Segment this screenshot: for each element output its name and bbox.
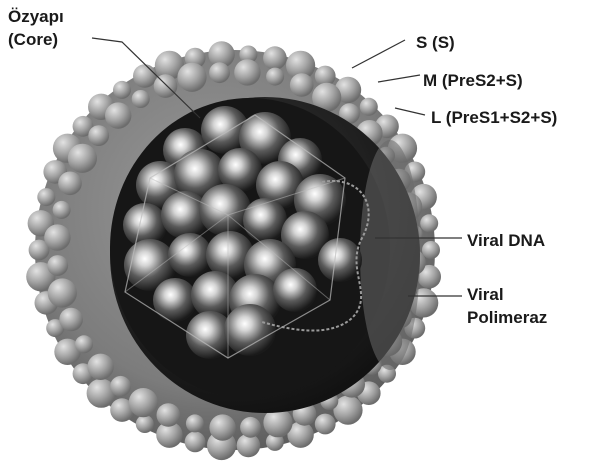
surface-protein-bump: [266, 68, 284, 86]
capsid-protein-sphere: [318, 238, 362, 282]
surface-protein-bump: [37, 188, 55, 206]
surface-protein-bump: [360, 98, 378, 116]
surface-protein-bump: [110, 376, 131, 397]
m-leader-line: [378, 75, 420, 82]
surface-protein-bump: [58, 172, 82, 196]
l-leader-line: [395, 108, 425, 115]
l-protein-label: L (PreS1+S2+S): [431, 107, 557, 128]
surface-protein-bump: [113, 81, 131, 99]
surface-protein-bump: [129, 388, 158, 417]
surface-protein-bump: [186, 414, 204, 432]
surface-protein-bump: [53, 201, 71, 219]
capsid-protein-sphere: [243, 198, 287, 242]
surface-protein-bump: [136, 415, 154, 433]
polymerase-label-line1: Viral: [467, 284, 504, 305]
surface-protein-bump: [290, 73, 314, 97]
surface-protein-bump: [154, 74, 178, 98]
s-leader-line: [352, 40, 405, 68]
surface-protein-bump: [209, 62, 230, 83]
capsid-protein-sphere: [273, 268, 317, 312]
surface-protein-bump: [422, 241, 440, 259]
surface-protein-bump: [315, 414, 336, 435]
surface-protein-bump: [177, 63, 206, 92]
surface-protein-bump: [47, 255, 68, 276]
surface-protein-bump: [44, 224, 70, 250]
surface-protein-bump: [48, 278, 77, 307]
surface-protein-bump: [420, 214, 438, 232]
surface-protein-bump: [209, 414, 235, 440]
capsid-protein-sphere: [153, 278, 197, 322]
surface-protein-bump: [87, 354, 113, 380]
surface-protein-bump: [133, 64, 157, 88]
surface-protein-bump: [132, 90, 150, 108]
surface-protein-bump: [157, 403, 181, 427]
surface-protein-bump: [59, 308, 83, 332]
viral-dna-label: Viral DNA: [467, 230, 545, 251]
surface-protein-bump: [68, 144, 97, 173]
surface-protein-bump: [75, 335, 93, 353]
surface-protein-bump: [105, 102, 131, 128]
surface-protein-bump: [88, 125, 109, 146]
capsid-protein-sphere: [224, 304, 276, 356]
core-label-line1: Özyapı: [8, 6, 64, 27]
m-protein-label: M (PreS2+S): [423, 70, 523, 91]
surface-protein-bump: [234, 59, 260, 85]
surface-protein-bump: [185, 432, 206, 453]
surface-protein-bump: [240, 417, 261, 438]
polymerase-label-line2: Polimeraz: [467, 307, 547, 328]
s-protein-label: S (S): [416, 32, 455, 53]
core-label-line2: (Core): [8, 29, 58, 50]
surface-protein-bump: [263, 46, 287, 70]
